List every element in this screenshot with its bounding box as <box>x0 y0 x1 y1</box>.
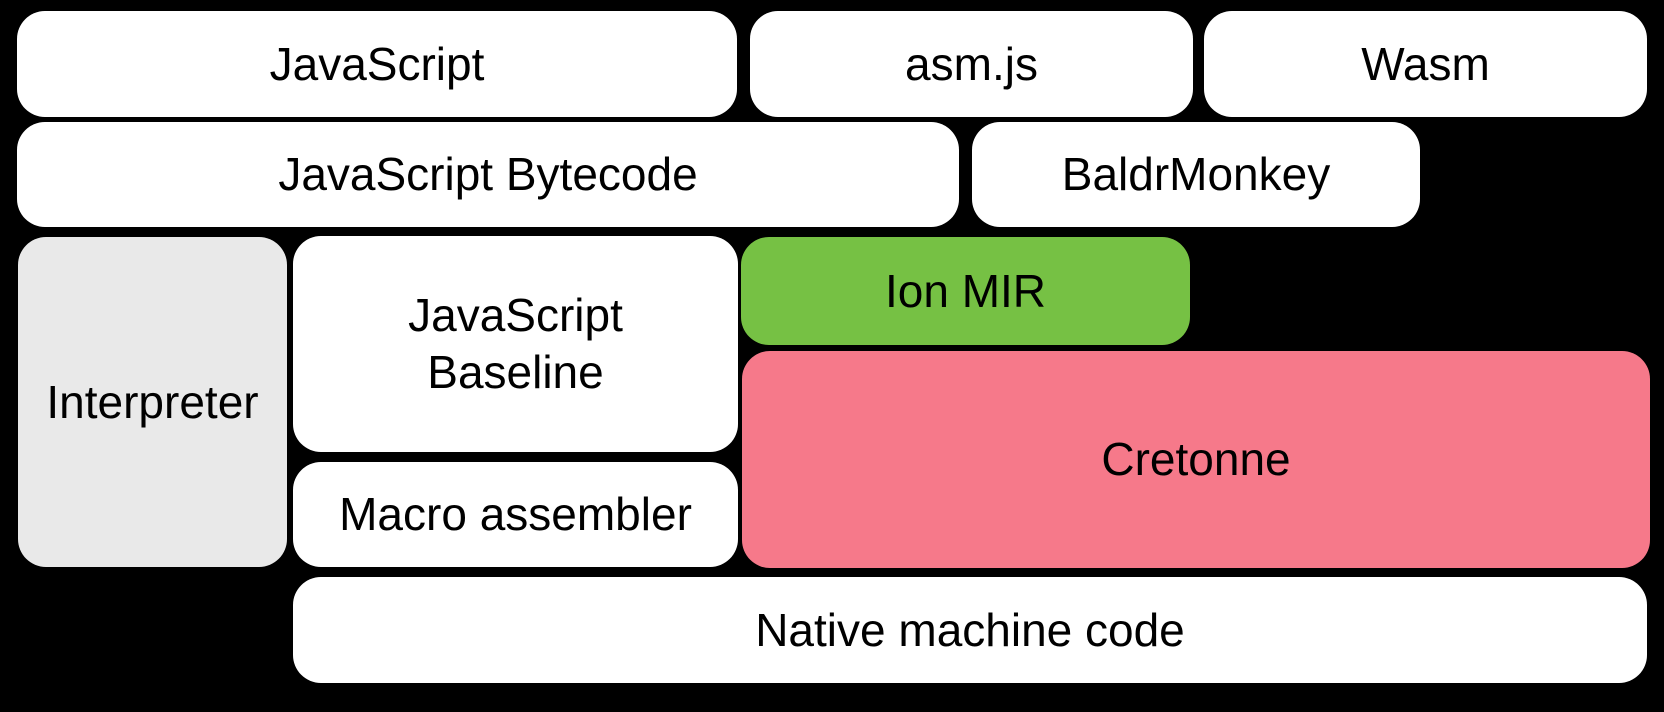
diagram-box-native-machine-code: Native machine code <box>293 577 1647 683</box>
diagram-box-label: Cretonne <box>1101 433 1291 485</box>
diagram-box-label: JavaScript <box>269 37 485 90</box>
diagram-box-javascript-bytecode: JavaScript Bytecode <box>17 122 959 227</box>
diagram-box-label: Macro assembler <box>339 488 692 540</box>
diagram-box-label: Native machine code <box>755 603 1185 656</box>
diagram-box-interpreter: Interpreter <box>18 237 287 567</box>
diagram-box-label: JavaScript Bytecode <box>278 148 698 200</box>
diagram-box-label: JavaScript Baseline <box>408 289 623 398</box>
diagram-box-cretonne: Cretonne <box>742 351 1650 568</box>
diagram-box-label: BaldrMonkey <box>1061 148 1331 200</box>
diagram-box-wasm: Wasm <box>1204 11 1647 117</box>
diagram-box-macro-assembler: Macro assembler <box>293 462 738 567</box>
diagram-box-label: Ion MIR <box>884 264 1047 317</box>
diagram-box-ion-mir: Ion MIR <box>741 237 1190 345</box>
diagram-box-label: Interpreter <box>46 375 259 428</box>
diagram-box-label: asm.js <box>905 37 1038 90</box>
diagram-box-javascript: JavaScript <box>17 11 737 117</box>
diagram-box-label: Wasm <box>1361 37 1490 90</box>
diagram-box-baldrmonkey: BaldrMonkey <box>972 122 1420 227</box>
diagram-box-asmjs: asm.js <box>750 11 1193 117</box>
diagram-box-javascript-baseline: JavaScript Baseline <box>293 236 738 452</box>
